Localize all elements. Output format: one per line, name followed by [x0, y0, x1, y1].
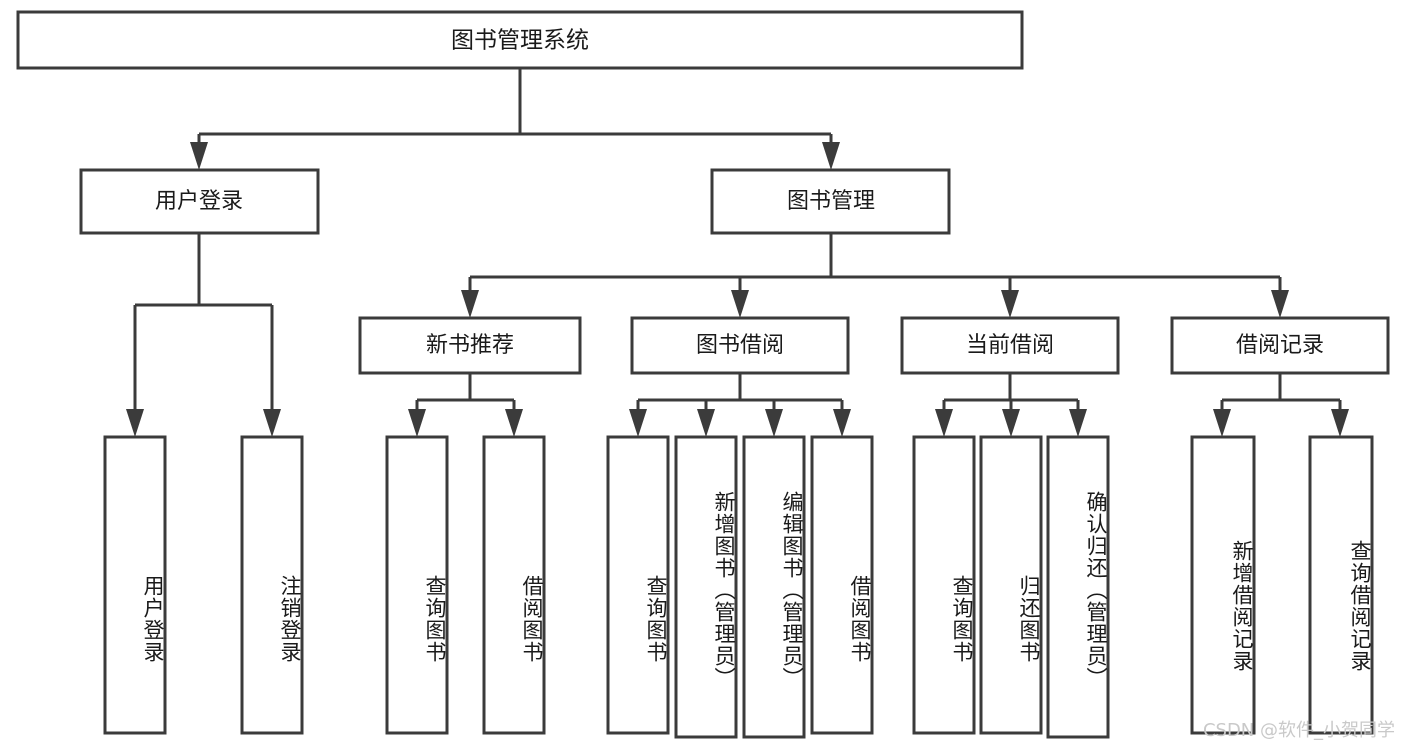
- node-box-leaf-user-login[interactable]: [103, 435, 167, 735]
- arrow-head-leaf-edit-book: [765, 409, 783, 437]
- arrow-head-leaf-query-book-b: [629, 409, 647, 437]
- node-label-current-borrow: 当前借阅: [966, 333, 1054, 358]
- node-label-borrow-record: 借阅记录: [1236, 333, 1324, 358]
- node-box-root[interactable]: [16, 10, 1024, 70]
- arrow-head-leaf-borrow-book-a: [505, 409, 523, 437]
- connector-group-currentborrow-to-leaves: [935, 373, 1087, 437]
- connector-group-bookmgmt-to-level3: [461, 233, 1289, 318]
- arrow-head-leaf-add-record: [1213, 409, 1231, 437]
- arrow-head-leaf-query-record: [1331, 409, 1349, 437]
- arrow-head-leaf-add-book: [697, 409, 715, 437]
- node-box-leaf-logout[interactable]: [240, 435, 304, 735]
- arrow-head-book-borrow: [731, 290, 749, 318]
- node-box-leaf-borrow-book-a[interactable]: [482, 435, 546, 735]
- node-box-leaf-borrow-book-b[interactable]: [810, 435, 874, 735]
- node-box-new-book-recommend[interactable]: [358, 316, 582, 375]
- connector-group-userlogin-to-leaves: [126, 233, 281, 437]
- node-box-leaf-query-book-b[interactable]: [606, 435, 670, 735]
- arrow-head-current-borrow: [1001, 290, 1019, 318]
- node-label-user-login: 用户登录: [155, 189, 243, 214]
- csdn-watermark: CSDN @软件_小贺同学: [1202, 720, 1395, 741]
- node-box-leaf-add-book[interactable]: [674, 435, 738, 739]
- node-label-book-borrow: 图书借阅: [696, 333, 784, 358]
- node-box-leaf-add-record[interactable]: [1190, 435, 1256, 735]
- arrow-head-borrow-record: [1271, 290, 1289, 318]
- connector-group-bookborrow-to-leaves: [629, 373, 851, 437]
- node-label-book-management: 图书管理: [787, 189, 875, 214]
- arrow-head-new-book-rec: [461, 290, 479, 318]
- arrow-head-leaf-user-login: [126, 409, 144, 437]
- connector-group-newbookrec-to-leaves: [408, 373, 523, 437]
- node-box-user-login[interactable]: [79, 168, 320, 235]
- arrow-head-book-mgmt: [822, 142, 840, 170]
- arrow-head-leaf-borrow-book-b: [833, 409, 851, 437]
- node-box-leaf-query-record[interactable]: [1308, 435, 1374, 735]
- node-box-leaf-return-book[interactable]: [979, 435, 1043, 735]
- connector-group-borrowrecord-to-leaves: [1213, 373, 1349, 437]
- node-box-book-management[interactable]: [710, 168, 951, 235]
- node-box-leaf-edit-book[interactable]: [742, 435, 806, 739]
- node-label-root: 图书管理系统: [451, 28, 589, 54]
- node-box-book-borrow[interactable]: [630, 316, 850, 375]
- node-box-current-borrow[interactable]: [900, 316, 1120, 375]
- node-box-leaf-query-book-c[interactable]: [912, 435, 976, 735]
- connector-group-root-to-level2: [190, 68, 840, 170]
- node-box-leaf-query-book-a[interactable]: [385, 435, 449, 735]
- node-box-leaf-confirm-return[interactable]: [1046, 435, 1110, 739]
- arrow-head-leaf-query-book-c: [935, 409, 953, 437]
- arrow-head-user-login: [190, 142, 208, 170]
- node-box-borrow-record[interactable]: [1170, 316, 1390, 375]
- arrow-head-leaf-logout: [263, 409, 281, 437]
- arrow-head-leaf-confirm-return: [1069, 409, 1087, 437]
- arrow-head-leaf-query-book-a: [408, 409, 426, 437]
- arrow-head-leaf-return-book: [1002, 409, 1020, 437]
- node-label-new-book-recommend: 新书推荐: [426, 333, 514, 358]
